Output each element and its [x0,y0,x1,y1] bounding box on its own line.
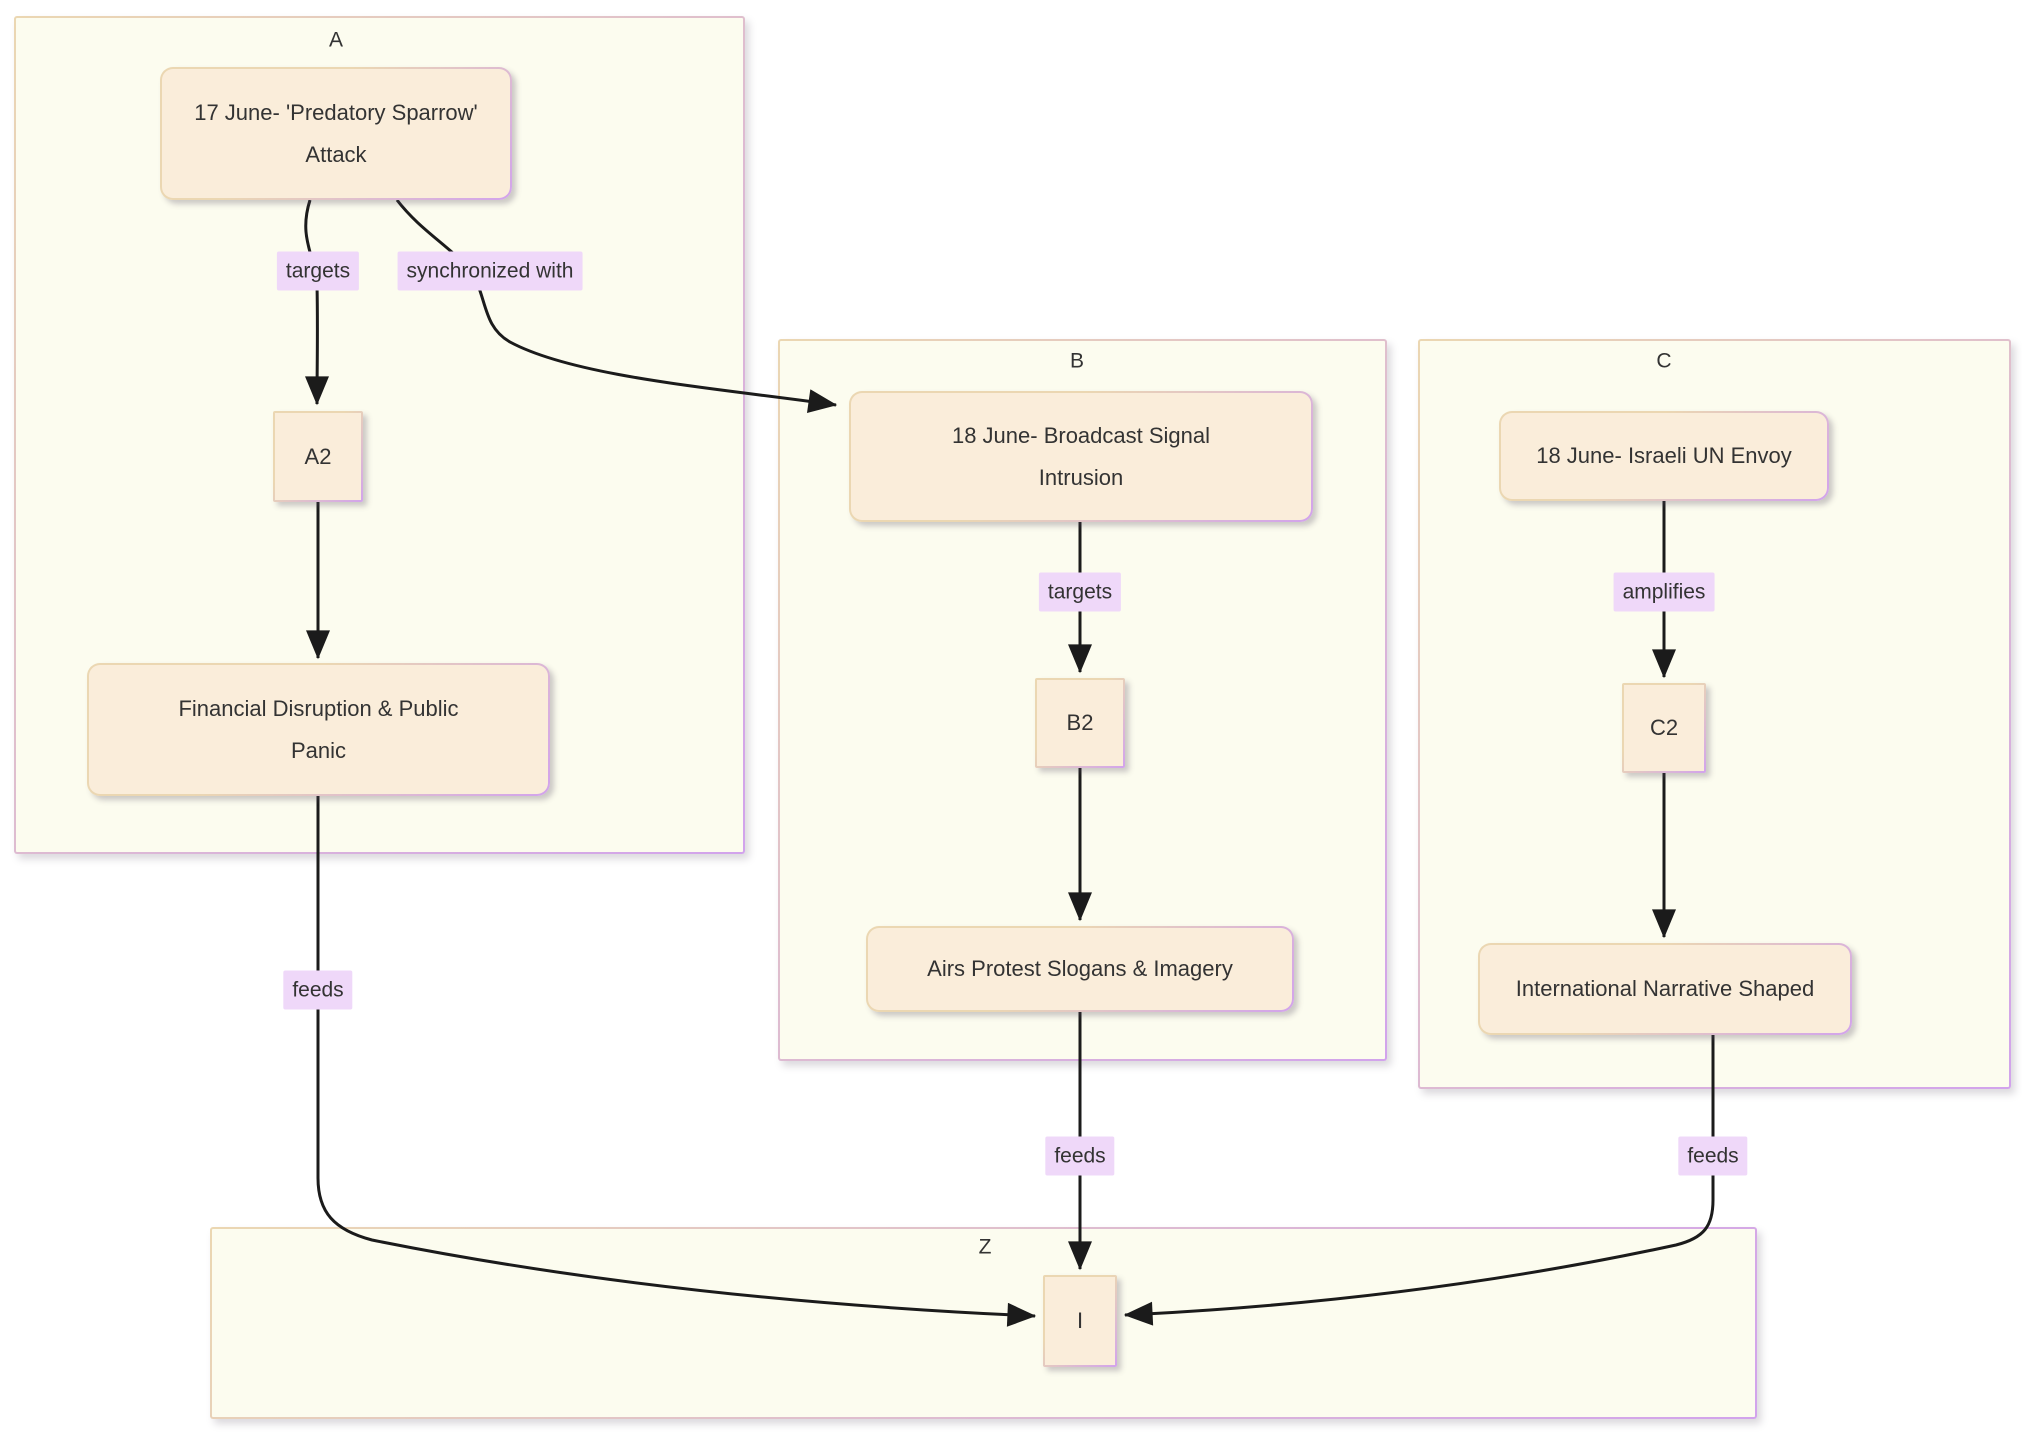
node-israeli-un-envoy: 18 June- Israeli UN Envoy [1499,411,1829,501]
node-label: 18 June- Israeli UN Envoy [1536,443,1792,468]
node-predatory-sparrow-attack: 17 June- 'Predatory Sparrow' Attack [160,67,512,200]
edge-intl-to-i-feeds [1123,1035,1715,1326]
edge-label-feeds-c: feeds [1678,1136,1748,1176]
edge-label-targets-b: targets [1038,572,1122,612]
node-label: 17 June- 'Predatory Sparrow' [194,99,478,125]
node-label: Airs Protest Slogans & Imagery [927,956,1233,981]
node-label: I [1076,1308,1084,1333]
node-c2: C2 [1622,683,1706,773]
node-label: B2 [1066,710,1094,735]
subgraph-a-label: A [328,28,344,52]
edge-label-feeds-b: feeds [1045,1136,1115,1176]
edge-label-amplifies: amplifies [1613,572,1715,612]
node-label: Attack [305,141,367,167]
node-financial-disruption-public-panic: Financial Disruption & Public Panic [87,663,550,796]
node-label: Intrusion [1038,464,1124,490]
node-b2: B2 [1035,678,1125,768]
node-label: Panic [290,737,347,763]
node-a2: A2 [273,411,363,502]
subgraph-b-label: B [1069,349,1085,373]
node-airs-protest-slogans-imagery: Airs Protest Slogans & Imagery [866,926,1294,1012]
edge-a1-to-a2-targets [304,199,330,406]
edge-label-synchronized-with: synchronized with [397,251,583,291]
node-label: International Narrative Shaped [1515,976,1815,1001]
node-broadcast-signal-intrusion: 18 June- Broadcast Signal Intrusion [849,391,1313,522]
node-label: A2 [304,443,332,469]
node-international-narrative-shaped: International Narrative Shaped [1478,943,1852,1035]
edge-label-targets-a: targets [276,251,360,291]
node-label: 18 June- Broadcast Signal [951,422,1211,448]
edge-label-feeds-a: feeds [283,970,353,1010]
edge-fin-to-i-feeds [316,796,1037,1327]
subgraph-c-label: C [1656,349,1672,373]
node-label: C2 [1649,715,1679,740]
edge-a1-to-b1-synchronized-with [395,199,838,414]
subgraph-z [210,1227,1757,1419]
subgraph-z-label: Z [978,1235,992,1259]
node-i: I [1043,1275,1117,1367]
node-label: Financial Disruption & Public [178,695,459,721]
